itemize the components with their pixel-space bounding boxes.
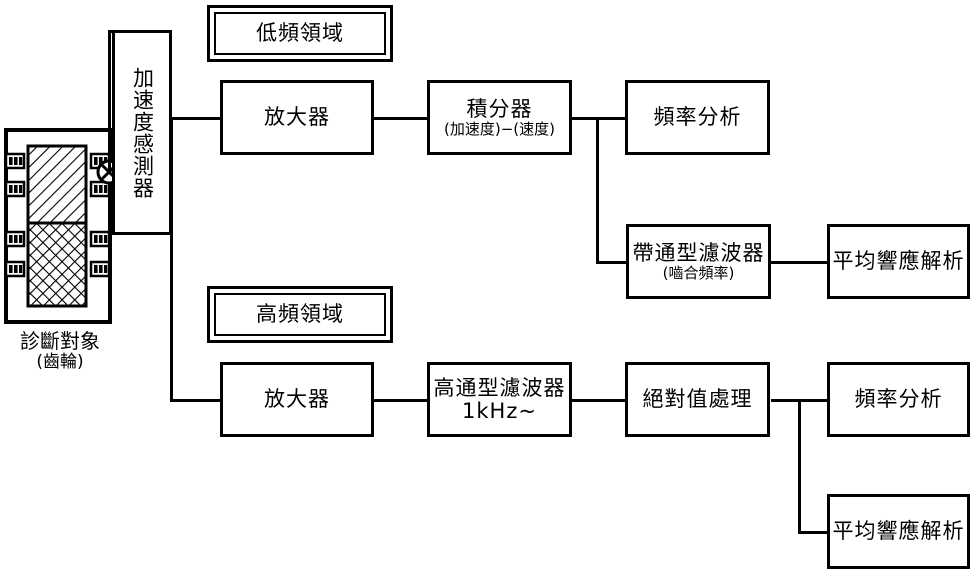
band-label-high-frequency[interactable]: 高頻領域: [207, 286, 393, 343]
high-chain-average-response-label: 平均響應解析: [832, 519, 965, 544]
wire-amplifier-to-integrator: [373, 117, 427, 120]
low-chain-amplifier-box[interactable]: 放大器: [220, 80, 374, 155]
absolute-value-label: 絕對值處理: [642, 387, 753, 412]
band-label-high-text: 高頻領域: [256, 302, 344, 327]
band-label-low-frequency[interactable]: 低頻領域: [207, 5, 393, 62]
target-caption-line1: 診斷對象: [20, 329, 100, 353]
bandpass-filter-label-line1: 帶通型濾波器: [632, 240, 765, 265]
target-caption-line2: (齒輪): [36, 352, 84, 372]
diagnosis-target-caption: 診斷對象 (齒輪): [0, 330, 120, 373]
low-chain-amplifier-label: 放大器: [264, 105, 330, 130]
wire-sensor-lead: [108, 32, 111, 172]
low-chain-frequency-analysis-box[interactable]: 頻率分析: [625, 80, 770, 155]
accelerometer-sensor-label: 加速度感測器: [130, 66, 155, 199]
integrator-box[interactable]: 積分器 (加速度)−(速度): [427, 80, 572, 155]
wire-junction-down-to-bandpass: [596, 117, 599, 264]
high-chain-frequency-analysis-box[interactable]: 頻率分析: [827, 362, 970, 437]
highpass-filter-box[interactable]: 高通型濾波器 1kHz~: [427, 362, 572, 437]
accelerometer-sensor-box[interactable]: 加速度感測器: [112, 30, 172, 235]
highpass-filter-label-line1: 高通型濾波器: [433, 376, 566, 401]
wire-high-amplifier-to-highpass: [373, 399, 427, 402]
wire-junction-down-to-average: [798, 399, 801, 534]
wire-junction-to-bandpass: [596, 261, 626, 264]
bandpass-filter-label-line2: (嚙合頻率): [662, 263, 735, 282]
wire-highpass-to-absolute: [571, 399, 625, 402]
highpass-filter-label-line2: 1kHz~: [462, 398, 537, 423]
band-label-low-text: 低頻領域: [256, 21, 344, 46]
high-chain-frequency-analysis-label: 頻率分析: [854, 387, 943, 412]
wire-bandpass-to-average-response: [771, 261, 827, 264]
diagnosis-target-gear-illustration: [4, 128, 112, 324]
bandpass-filter-box[interactable]: 帶通型濾波器 (嚙合頻率): [626, 224, 771, 299]
wire-to-low-amplifier: [170, 117, 220, 120]
wire-sensor-trunk: [170, 117, 173, 402]
wire-junction-to-bottom-average: [798, 531, 828, 534]
band-label-high-inner: 高頻領域: [214, 293, 386, 336]
integrator-label-line1: 積分器: [466, 96, 533, 121]
high-chain-amplifier-label: 放大器: [264, 387, 330, 412]
integrator-label-line2: (加速度)−(速度): [444, 119, 555, 138]
high-chain-amplifier-box[interactable]: 放大器: [220, 362, 374, 437]
band-label-low-inner: 低頻領域: [214, 12, 386, 55]
absolute-value-box[interactable]: 絕對值處理: [625, 362, 770, 437]
wire-to-high-amplifier: [170, 399, 220, 402]
high-chain-average-response-box[interactable]: 平均響應解析: [827, 494, 970, 569]
low-chain-frequency-analysis-label: 頻率分析: [653, 105, 742, 130]
low-chain-average-response-box[interactable]: 平均響應解析: [827, 224, 970, 299]
low-chain-average-response-label: 平均響應解析: [832, 249, 965, 274]
